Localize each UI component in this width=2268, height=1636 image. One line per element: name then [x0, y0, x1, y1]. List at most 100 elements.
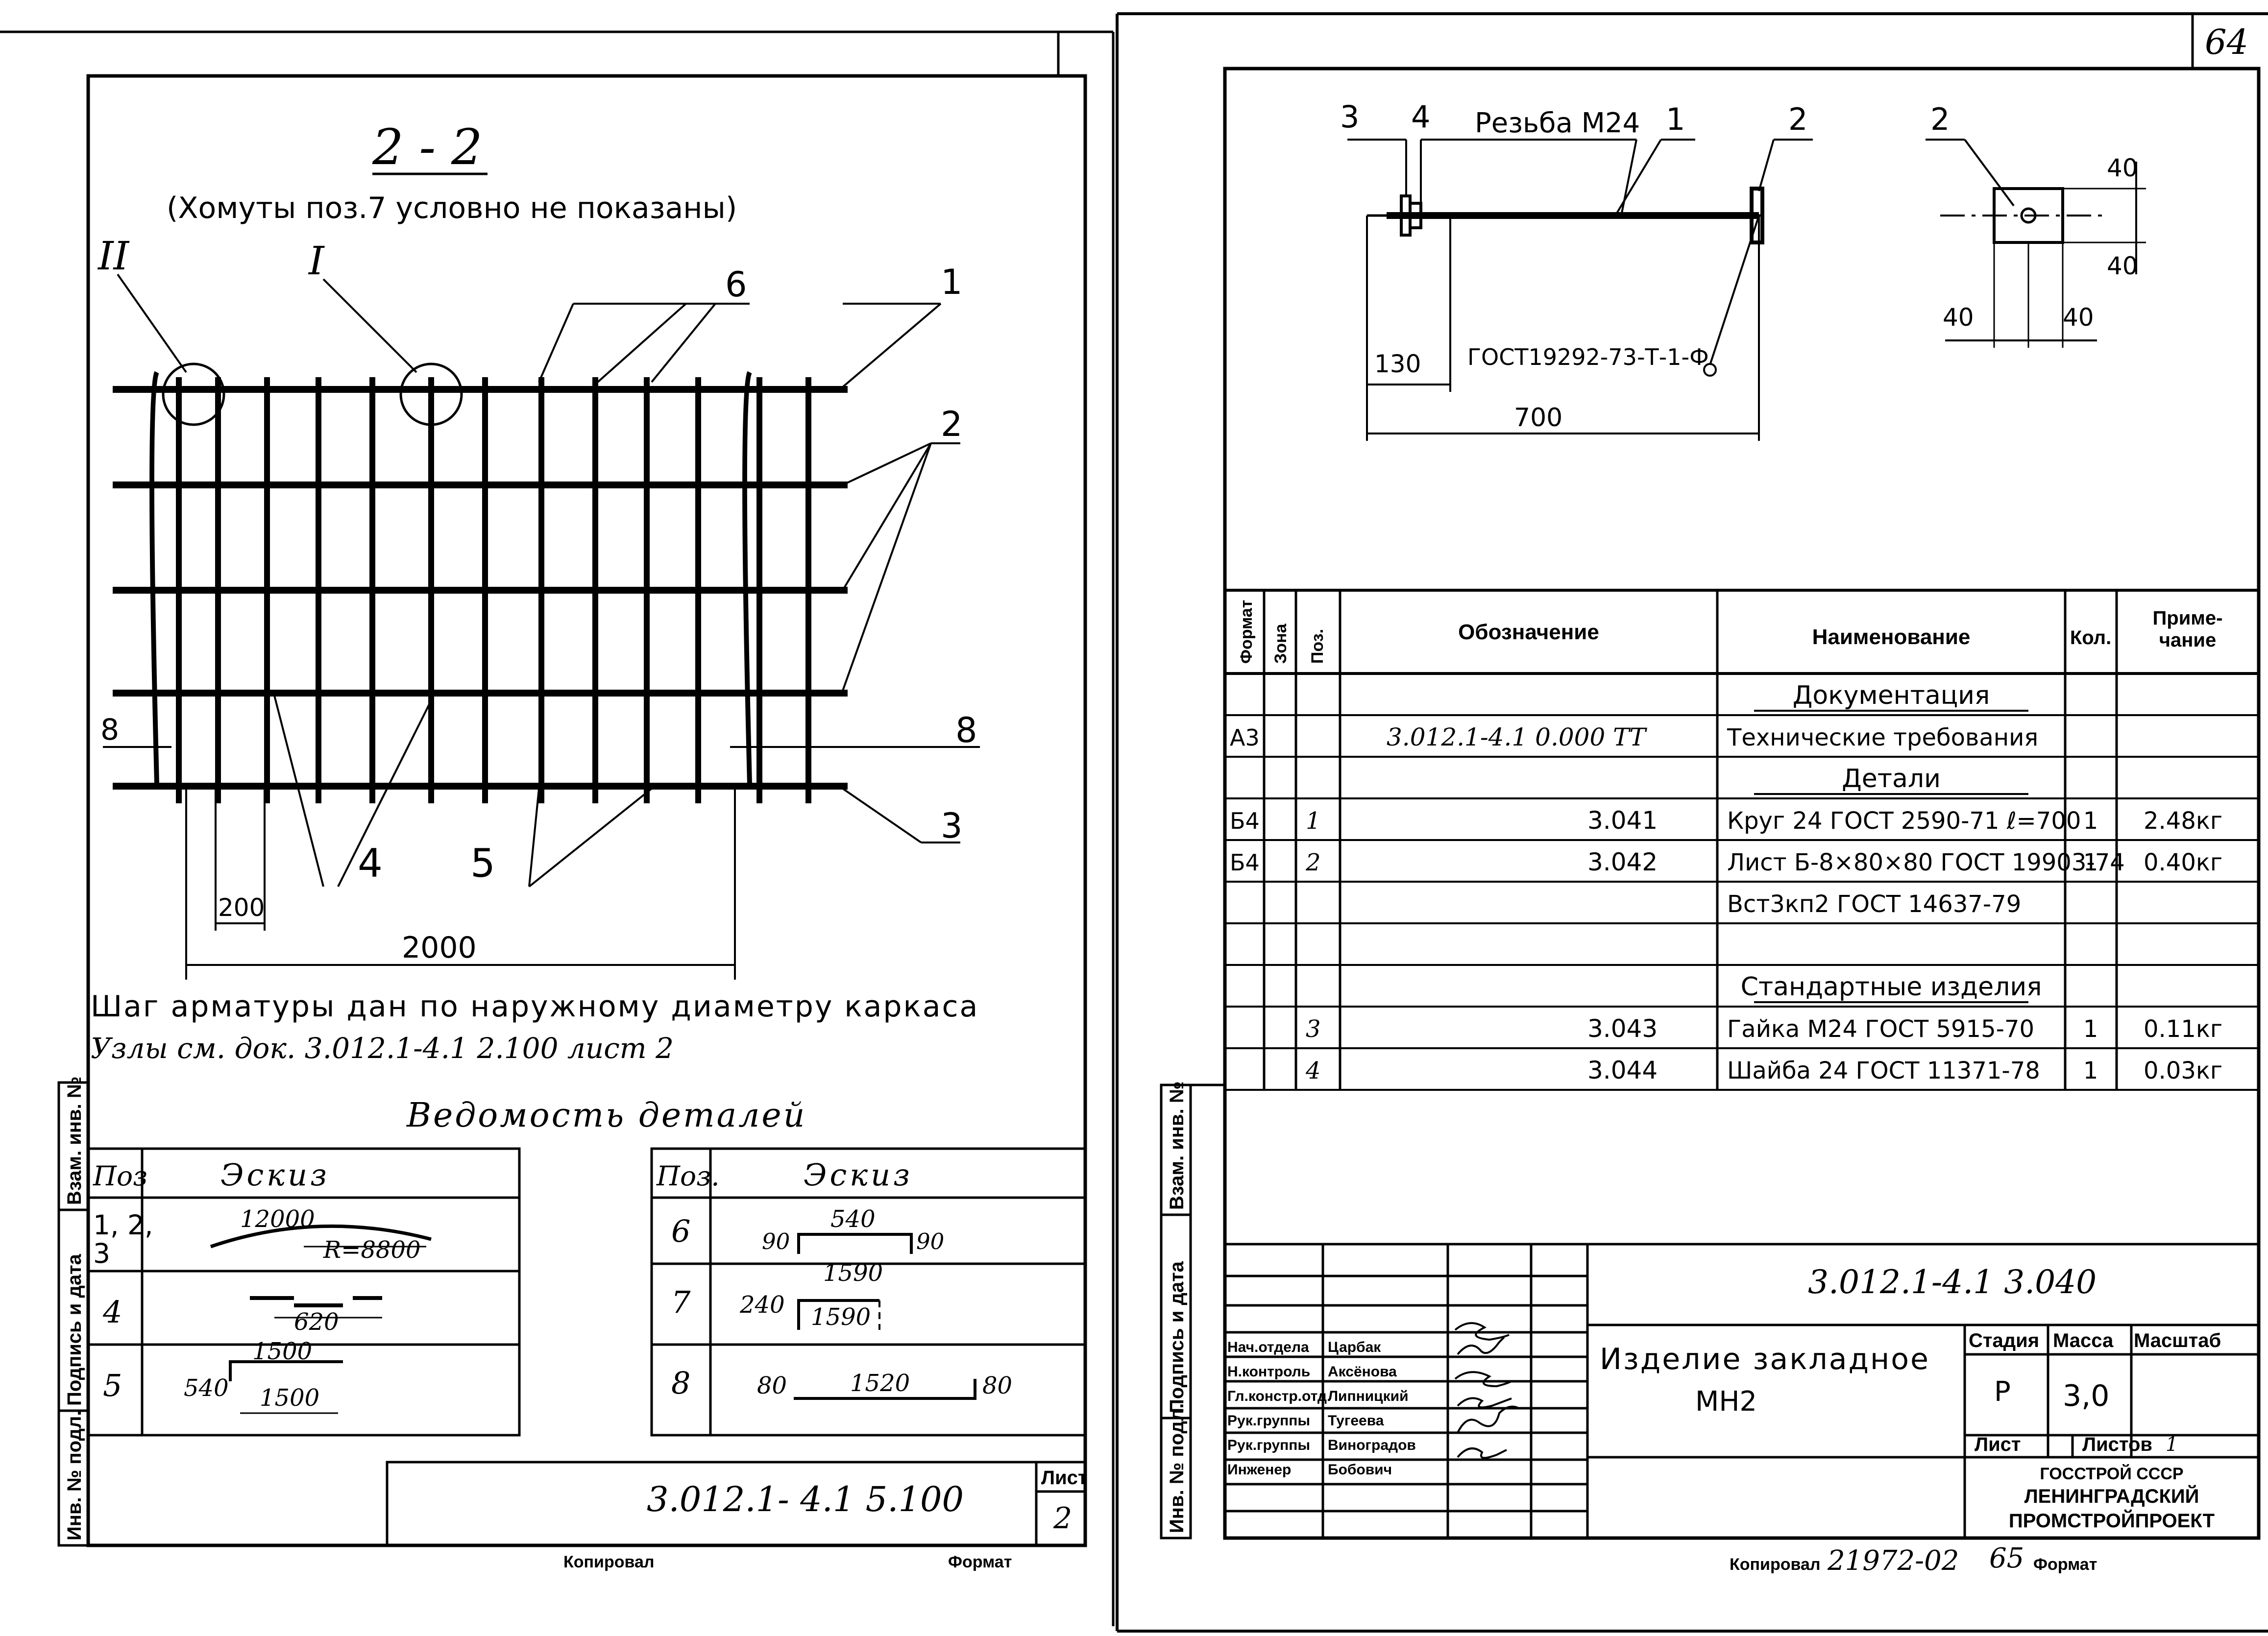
left-doc-code: 3.012.1- 4.1 5.100 [647, 1479, 964, 1519]
role-title: Нач.отдела [1227, 1339, 1309, 1355]
dim-40-left: 40 [1943, 303, 1974, 332]
role-name: Царбак [1328, 1339, 1381, 1355]
node-label-II: II [97, 233, 130, 279]
bolt-callout-1: 1 [1666, 101, 1685, 137]
table-left-h-pos: Поз [93, 1160, 147, 1192]
role-name: Липницкий [1328, 1388, 1409, 1404]
spec-name: Круг 24 ГОСТ 2590-71 ℓ=700 [1727, 807, 2081, 835]
table-right-pos-7: 7 [671, 1284, 691, 1320]
callout-1: 1 [941, 262, 963, 302]
callout-8-right: 8 [955, 710, 977, 750]
spec-h-note: Приме- [2153, 607, 2223, 629]
spec-note: 0.11кг [2144, 1015, 2222, 1043]
spec-qty: 1 [2083, 1015, 2098, 1043]
dim-700: 700 [1514, 403, 1562, 433]
note-nodes: Узлы см. док. 3.012.1-4.1 2.100 лист 2 [91, 1032, 674, 1065]
spec-h-note: чание [2159, 629, 2216, 651]
right-stamp-replace: Взам. инв. № [1166, 1082, 1188, 1210]
spec-pos: 2 [1305, 849, 1321, 876]
role-title: Рук.группы [1227, 1437, 1310, 1453]
node-I-circle [399, 362, 463, 426]
spec-pos: 1 [1306, 807, 1321, 835]
mass-header: Масса [2053, 1330, 2114, 1351]
role-title: Н.контроль [1227, 1364, 1310, 1380]
dim-40-top: 40 [2107, 154, 2138, 182]
spec-h-zone: Зона [1271, 623, 1290, 664]
table-left-dim-12000: 12000 [240, 1205, 315, 1233]
table-left-h-sketch: Эскиз [220, 1157, 330, 1193]
section-note: (Хомуты поз.7 условно не показаны) [167, 191, 737, 225]
section-title: 2 - 2 [372, 119, 483, 176]
spec-h-designation: Обозначение [1458, 620, 1599, 644]
table-right-dim-90-left: 90 [762, 1228, 790, 1254]
callout-8-left: 8 [100, 713, 119, 747]
spec-note: 0.40кг [2144, 849, 2222, 876]
spec-section: Стандартные изделия [1741, 972, 2042, 1002]
table-left-dim-620: 620 [294, 1308, 339, 1336]
role-title: Рук.группы [1227, 1413, 1310, 1429]
sheet-header: Лист [1975, 1434, 2021, 1455]
callout-2: 2 [941, 404, 963, 444]
spec-name: Вст3кп2 ГОСТ 14637-79 [1727, 890, 2021, 918]
bolt-callout-2a: 2 [1788, 101, 1807, 137]
dim-200: 200 [218, 893, 265, 922]
spec-pos: 3 [1306, 1015, 1321, 1043]
table-right-dim-80-left: 80 [757, 1372, 787, 1399]
spec-note: 0.03кг [2144, 1057, 2222, 1084]
role-name: Тугеева [1328, 1413, 1384, 1429]
role-name: Виноградов [1328, 1437, 1416, 1453]
table-right-dim-80-right: 80 [982, 1372, 1012, 1399]
role-title: Инженер [1227, 1462, 1291, 1478]
spec-format: А3 [1230, 724, 1260, 751]
table-right-h-sketch: Эскиз [804, 1157, 913, 1193]
left-stamp-sign: Подпись и дата [64, 1253, 85, 1406]
callout-4: 4 [358, 841, 383, 886]
spec-pos: 4 [1305, 1057, 1321, 1084]
table-right-dim-240: 240 [739, 1291, 785, 1319]
sheets-header: Листов [2082, 1434, 2152, 1455]
spec-h-qty: Кол. [2070, 627, 2111, 649]
spec-qty: 1 [2083, 849, 2098, 876]
right-footer-page: 65 [1989, 1542, 2024, 1574]
spec-h-format: Формат [1237, 600, 1256, 664]
org-3: ПРОМСТРОЙПРОЕКТ [2009, 1509, 2215, 1532]
table-right-dim-1590: 1590 [811, 1303, 871, 1331]
table-right-pos-8: 8 [671, 1365, 690, 1401]
spec-section: Документация [1793, 681, 1990, 710]
mass-value: 3,0 [2063, 1379, 2109, 1413]
callout-3: 3 [941, 806, 963, 846]
product-code: МН2 [1695, 1386, 1757, 1418]
details-table-right [650, 1147, 1087, 1437]
spec-h-pos: Поз. [1308, 629, 1327, 664]
right-stamp-inv: Инв. № подл. [1166, 1403, 1188, 1533]
dim-130: 130 [1374, 350, 1421, 378]
right-frame [1223, 67, 2261, 1540]
left-sheet: 2 - 2 (Хомуты поз.7 условно не показаны)… [0, 30, 1115, 1626]
left-footer-copied: Копировал [563, 1553, 654, 1571]
bolt-thread: Резьба М24 [1475, 107, 1640, 139]
dim-2000: 2000 [402, 931, 477, 965]
role-title: Гл.констр.отд [1227, 1388, 1327, 1404]
role-name: Бобович [1328, 1462, 1392, 1478]
product-name: Изделие закладное [1600, 1342, 1930, 1376]
right-doc-code: 3.012.1-4.1 3.040 [1808, 1263, 2097, 1301]
left-sheet-label: Лист [1041, 1467, 1088, 1489]
role-name: Аксёнова [1328, 1364, 1397, 1380]
stage-header: Стадия [1969, 1330, 2039, 1351]
left-footer-format: Формат [948, 1553, 1012, 1571]
right-title-block [1225, 1243, 2259, 1538]
gost-note: ГОСТ19292-73-Т-1-Ф [1467, 344, 1709, 370]
spec-designation: 3.041 [1587, 806, 1658, 835]
spec-designation: 3.043 [1587, 1014, 1658, 1043]
table-right-dim-1520: 1520 [850, 1370, 910, 1397]
spec-designation: 3.044 [1587, 1056, 1658, 1084]
spec-name: Лист Б-8×80×80 ГОСТ 19903-74 [1727, 849, 2125, 876]
right-sheet: 64 [1116, 12, 2268, 1633]
table-left-dim-1500: 1500 [260, 1384, 319, 1412]
spec-name: Гайка М24 ГОСТ 5915-70 [1727, 1015, 2034, 1043]
bolt-drawing [1347, 139, 2146, 441]
spec-designation: 3.012.1-4.1 0.000 ТТ [1387, 723, 1648, 751]
dim-40-right: 40 [2107, 252, 2138, 280]
bolt-callout-4: 4 [1411, 99, 1430, 135]
